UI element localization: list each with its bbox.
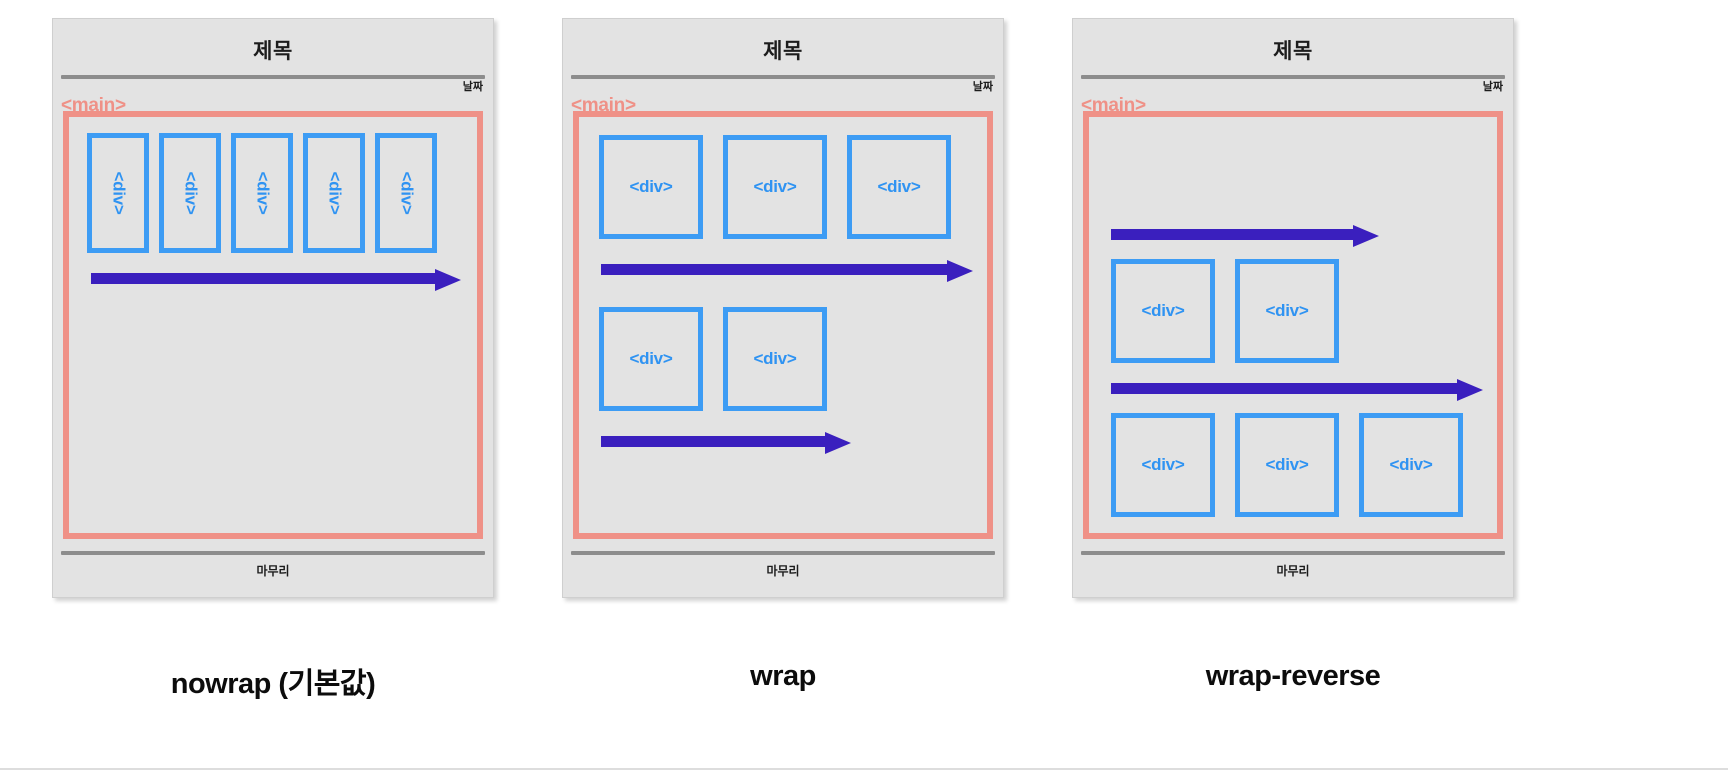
panel-title: 제목 [763,40,803,63]
main-tag-label: <main> [61,95,126,116]
div-box-label: <div> [629,177,673,196]
div-box-label: <div> [108,171,128,215]
main-region: <div> <div> <div> <div> <div> [573,111,993,539]
div-box: <div> [1235,413,1339,517]
flow-arrow [601,260,973,282]
arrow-shaft [1111,229,1353,240]
arrow-shaft [601,436,825,447]
div-box-label: <div> [324,171,344,215]
caption-wrap-reverse: wrap-reverse [1205,660,1381,692]
panel-wrap-reverse: 제목 날짜 <main> <div> <div> [1072,18,1514,598]
div-box-label: <div> [877,177,921,196]
div-box: <div> [231,133,293,253]
div-box-label: <div> [629,349,673,368]
div-box: <div> [1111,259,1215,363]
header-divider [1081,75,1505,79]
arrow-head-icon [1353,225,1379,247]
arrow-shaft [1111,383,1457,394]
main-inner: <div> <div> <div> <div> <div> [579,117,987,533]
main-tag-label: <main> [571,95,636,116]
main-inner: <div> <div> <div> <div> <div [1089,117,1497,533]
flow-arrow [1111,379,1483,401]
footer-label: 마무리 [1276,564,1310,578]
div-box-label: <div> [753,177,797,196]
date-row: 날짜 [1073,79,1513,95]
footer-label: 마무리 [256,564,290,578]
div-box: <div> [847,135,951,239]
div-box: <div> [1235,259,1339,363]
div-box-label: <div> [753,349,797,368]
footer-label: 마무리 [766,564,800,578]
div-box-label: <div> [180,171,200,215]
footer-divider [61,551,485,555]
panel-title: 제목 [1273,40,1313,63]
div-box: <div> [303,133,365,253]
footer-divider [571,551,995,555]
arrow-shaft [91,273,435,284]
main-region: <div> <div> <div> <div> <div> [63,111,483,539]
date-row: 날짜 [563,79,1003,95]
footer-divider [1081,551,1505,555]
div-box-label: <div> [1389,455,1433,474]
flow-arrow [1111,225,1379,247]
panel-title: 제목 [253,40,293,63]
arrow-head-icon [1457,379,1483,401]
div-box: <div> [87,133,149,253]
panel-wrap: 제목 날짜 <main> <div> <div> <div> [562,18,1004,598]
arrow-head-icon [435,269,461,291]
div-box: <div> [599,307,703,411]
main-region: <div> <div> <div> <div> <div [1083,111,1503,539]
main-tag-label: <main> [1081,95,1146,116]
div-box-label: <div> [1265,455,1309,474]
div-box: <div> [375,133,437,253]
caption-wrap: wrap [750,660,816,692]
flow-arrow [91,269,461,291]
div-box: <div> [159,133,221,253]
arrow-shaft [601,264,947,275]
div-box: <div> [599,135,703,239]
arrow-head-icon [947,260,973,282]
date-label: 날짜 [972,81,993,93]
date-label: 날짜 [1482,81,1503,93]
div-box-label: <div> [1265,301,1309,320]
div-box: <div> [1359,413,1463,517]
date-row: 날짜 [53,79,493,95]
flow-arrow [601,432,851,454]
div-box-label: <div> [252,171,272,215]
arrow-head-icon [825,432,851,454]
div-box: <div> [723,135,827,239]
date-label: 날짜 [462,81,483,93]
div-box: <div> [1111,413,1215,517]
div-box: <div> [723,307,827,411]
div-box-label: <div> [396,171,416,215]
div-box-label: <div> [1141,455,1185,474]
caption-nowrap: nowrap (기본값) [170,668,376,700]
header-divider [61,75,485,79]
panel-nowrap: 제목 날짜 <main> <div> <div> <div> <div> [52,18,494,598]
div-box-label: <div> [1141,301,1185,320]
header-divider [571,75,995,79]
main-inner: <div> <div> <div> <div> <div> [69,117,477,533]
bottom-edge-divider [0,768,1728,770]
